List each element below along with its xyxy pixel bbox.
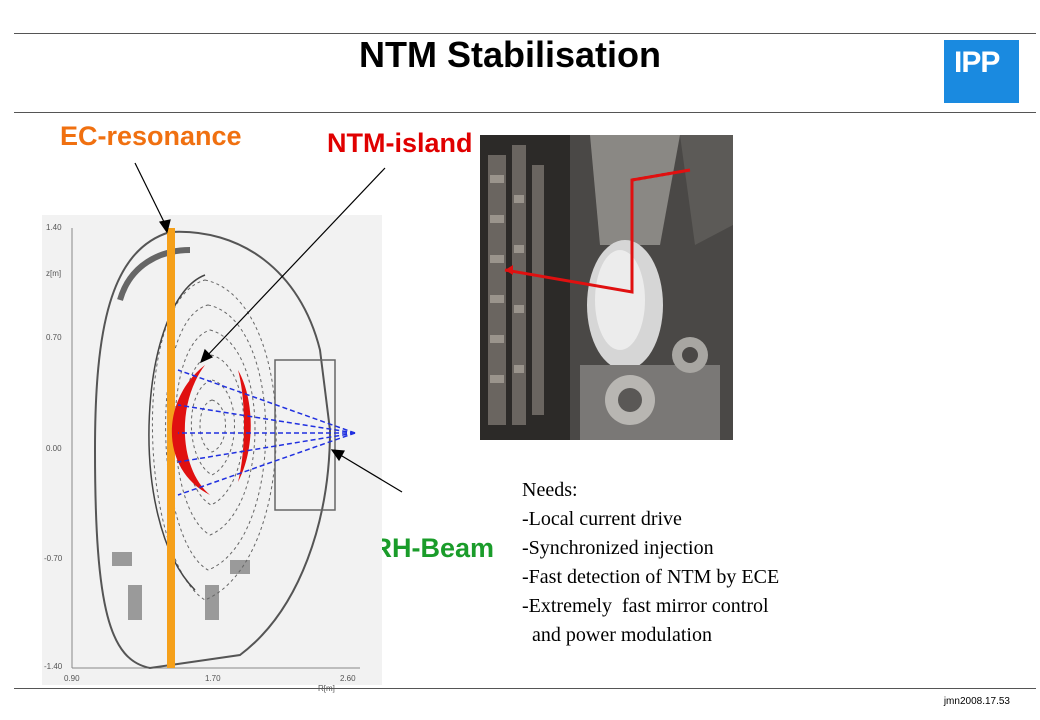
needs-item: -Extremely fast mirror control (522, 595, 769, 617)
vessel-outline (93, 230, 332, 670)
footer-id: jmn2008.17.53 (943, 696, 1010, 707)
y-unit-label: z[m] (46, 269, 61, 278)
ec-resonance-bar (167, 228, 175, 668)
needs-item: -Fast detection of NTM by ECE (522, 566, 780, 588)
x-tick-label: 1.70 (205, 674, 221, 683)
ecrh-launcher-photo (480, 135, 733, 440)
ec-resonance-arrow (134, 162, 168, 229)
needs-heading: Needs: (522, 479, 578, 501)
x-unit-label: R[m] (318, 684, 335, 693)
footer-rule (14, 688, 1036, 689)
needs-list: Needs: -Local current drive -Synchronized … (522, 476, 779, 650)
needs-item: -Local current drive (522, 508, 682, 530)
ecrh-beam-arrow (336, 452, 403, 493)
y-tick-label: -1.40 (44, 662, 63, 671)
ipp-logo: IPP (944, 40, 1019, 103)
needs-item: and power modulation (522, 624, 712, 646)
y-tick-label: 0.70 (46, 333, 62, 342)
y-tick-label: -0.70 (44, 554, 63, 563)
x-tick-label: 2.60 (340, 674, 356, 683)
top-rule (14, 33, 1036, 34)
ecrh-beam-lines (177, 369, 356, 496)
pointer-arrows (134, 162, 403, 493)
header-rule (14, 112, 1036, 113)
page-title: NTM Stabilisation (358, 34, 661, 75)
ntm-island-arrowhead (199, 348, 214, 364)
ecrh-beam-arrowhead (330, 449, 345, 462)
y-tick-label: 1.40 (46, 223, 62, 232)
ec-resonance-label: EC-resonance (60, 121, 242, 151)
ntm-island-right (238, 370, 251, 482)
inner-wall (117, 247, 191, 301)
x-tick-label: 0.90 (64, 674, 80, 683)
logo-text: IPP (954, 46, 1000, 79)
ntm-island-arrow (204, 167, 386, 359)
y-tick-label: 0.00 (46, 444, 62, 453)
launcher-photo-image (480, 135, 733, 440)
needs-item: -Synchronized injection (522, 537, 714, 559)
divertor-tiles (112, 552, 250, 620)
ntm-island-left (171, 365, 210, 495)
port (274, 359, 336, 511)
ntm-island-label: NTM-island (327, 128, 473, 158)
ec-resonance-arrowhead (158, 219, 171, 234)
